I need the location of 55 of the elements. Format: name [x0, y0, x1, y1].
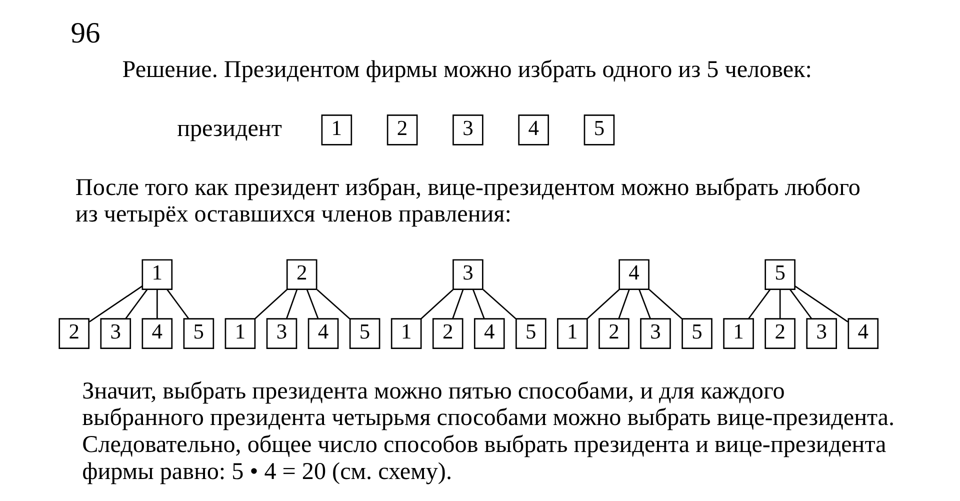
- connector: [156, 290, 158, 319]
- node-box: 5: [682, 318, 712, 349]
- connector: [794, 285, 848, 322]
- connector: [420, 289, 454, 320]
- node-box: 3: [452, 259, 484, 290]
- node-box: 1: [142, 259, 173, 290]
- node-box: 1: [557, 318, 588, 349]
- node-box: 1: [224, 318, 256, 349]
- label: После того как президент избран, вице-президентом можно выбрать любого из четырёх оставшихся членов правления:: [75, 174, 860, 228]
- node-box: 5: [764, 259, 796, 290]
- connector: [254, 289, 288, 320]
- connector: [89, 285, 143, 322]
- node-box: 5: [183, 318, 214, 349]
- node-box: 4: [518, 114, 549, 146]
- connector: [648, 289, 682, 320]
- node-box: 5: [516, 318, 546, 349]
- connector: [316, 289, 350, 320]
- connector: [472, 289, 485, 319]
- node-box: 3: [640, 318, 671, 349]
- node-box: 3: [266, 318, 298, 349]
- connector: [306, 289, 319, 319]
- connector: [618, 289, 630, 319]
- node-box: 1: [321, 114, 352, 146]
- node-box: 4: [474, 318, 505, 349]
- node-box: 4: [618, 259, 650, 290]
- node-box: 2: [386, 114, 418, 146]
- node-box: 2: [598, 318, 630, 349]
- node-box: 4: [308, 318, 339, 349]
- node-box: 5: [349, 318, 380, 349]
- label: Значит, выбрать президента можно пятью способами, и для каждого выбранного президента четырьмя способами можно выбрать вице-президента. Следовательно, общее число способов выбрать президента и вице-президента фирмы равно: 5 • 4 = 20 (см. схему).: [82, 378, 895, 485]
- node-box: 2: [58, 318, 90, 349]
- node-box: 3: [100, 318, 132, 349]
- connector: [166, 289, 190, 320]
- node-box: 4: [848, 318, 879, 349]
- connector: [125, 289, 148, 320]
- connector: [586, 289, 620, 320]
- connector: [638, 289, 651, 319]
- connector: [452, 289, 464, 319]
- label: Решение. Президентом фирмы можно избрать одного из 5 человек:: [122, 56, 812, 83]
- label: президент: [177, 116, 282, 142]
- connector: [790, 289, 812, 320]
- diagram-title: 96: [70, 17, 100, 50]
- node-box: 3: [452, 114, 484, 146]
- node-box: 3: [806, 318, 837, 349]
- node-box: 2: [764, 318, 796, 349]
- node-box: 1: [390, 318, 422, 349]
- node-box: 5: [584, 114, 615, 146]
- connector: [779, 290, 781, 319]
- connector: [286, 289, 298, 319]
- node-box: 2: [286, 259, 318, 290]
- connector: [748, 289, 771, 320]
- node-box: 4: [142, 318, 173, 349]
- node-box: 1: [723, 318, 754, 349]
- node-box: 2: [432, 318, 464, 349]
- connector: [482, 289, 516, 320]
